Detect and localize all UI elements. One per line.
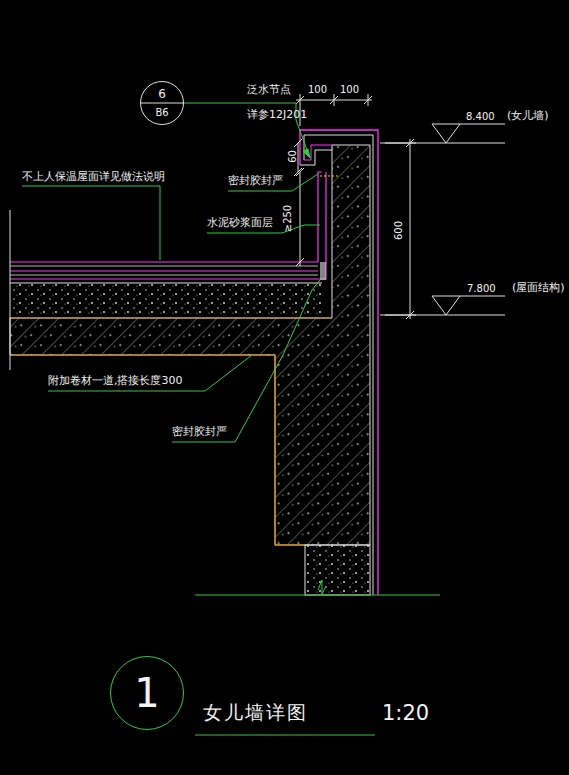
scale: 1:20 [382, 702, 429, 725]
index-text: 6 [158, 88, 166, 101]
index-text: 1 [134, 671, 159, 715]
callout-note: 水泥砂浆面层 [207, 217, 273, 229]
dimension: 100 [308, 84, 327, 95]
dimension: 100 [340, 84, 359, 95]
level-note: (屋面结构) [512, 282, 565, 294]
dimension: 60 [286, 150, 297, 163]
callout-note: 不上人保温屋面详见做法说明 [22, 171, 165, 183]
drawing-title: 女儿墙详图 [203, 702, 308, 723]
note: 泛水节点 [247, 84, 291, 96]
level: 7.800 [467, 283, 496, 294]
callout-note: 附加卷材一道,搭接长度300 [48, 375, 183, 387]
level-note: (女儿墙) [507, 110, 549, 122]
callout-note: 密封胶封严 [172, 426, 227, 438]
index-text: B6 [155, 107, 168, 118]
detail-index-circle: 6B6 [140, 81, 184, 125]
callout-note: 密封胶封严 [228, 175, 283, 187]
note: 详参12J201 [247, 109, 307, 121]
index-divider [140, 103, 184, 104]
level: 8.400 [466, 111, 495, 122]
dimension: 600 [394, 220, 405, 239]
drawing-number-circle: 1 [110, 656, 184, 730]
dimension: ≥250 [283, 204, 294, 231]
